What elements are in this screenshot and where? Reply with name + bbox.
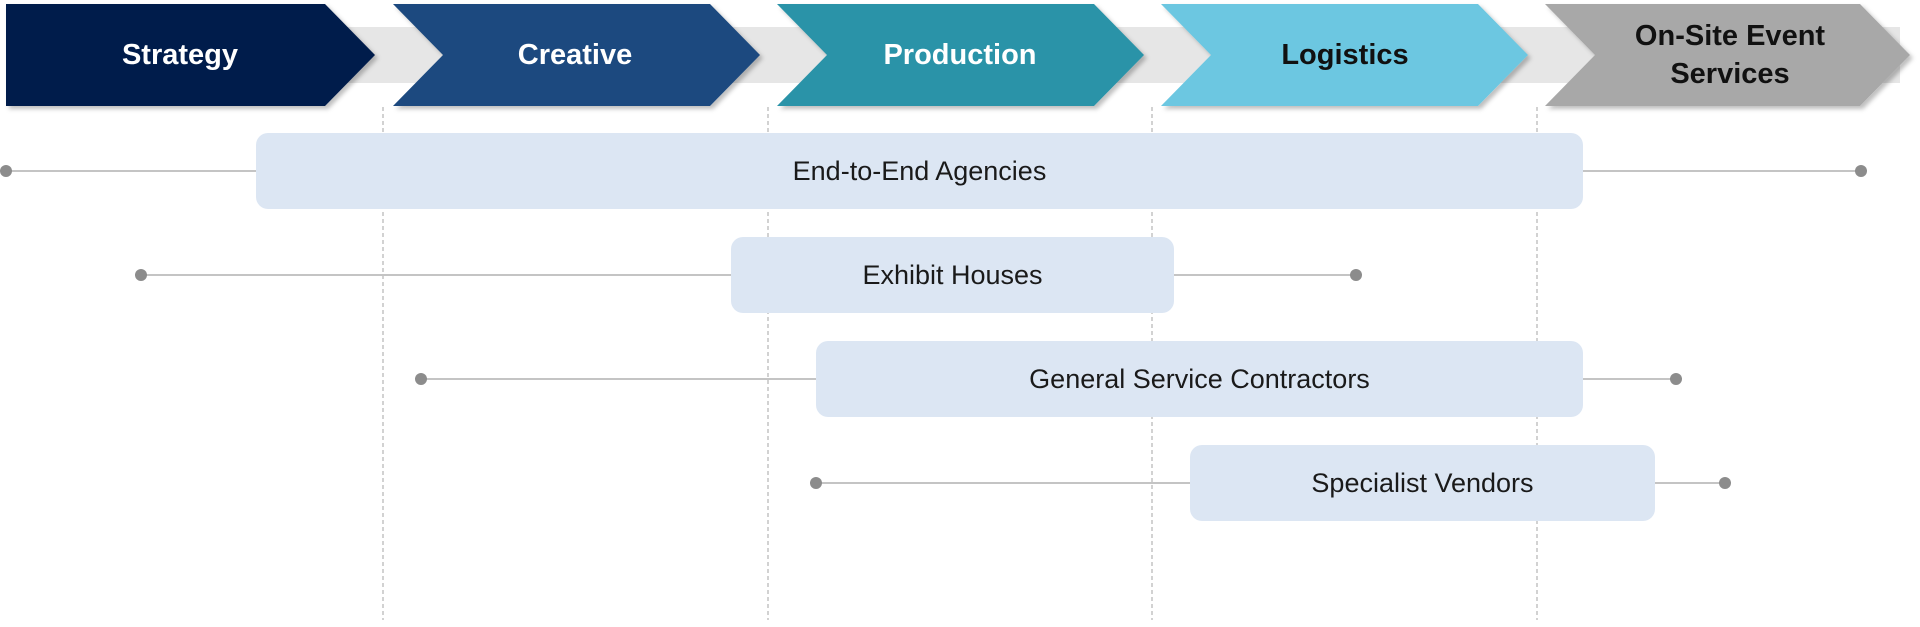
- range-start-dot-specialist-vendors: [810, 477, 822, 489]
- range-end-dot-specialist-vendors: [1719, 477, 1731, 489]
- range-start-dot-exhibit-houses: [135, 269, 147, 281]
- range-box-exhibit-houses: [731, 237, 1174, 313]
- range-end-dot-general-service-contractors: [1670, 373, 1682, 385]
- range-box-end-to-end-agencies: [256, 133, 1583, 209]
- provider-range-general-service-contractors: [415, 341, 1682, 417]
- provider-ranges: [0, 133, 1867, 521]
- range-box-specialist-vendors: [1190, 445, 1655, 521]
- range-box-general-service-contractors: [816, 341, 1583, 417]
- chevron-creative: [393, 4, 760, 106]
- chevron-strategy: [6, 4, 375, 106]
- range-start-dot-general-service-contractors: [415, 373, 427, 385]
- range-end-dot-end-to-end-agencies: [1855, 165, 1867, 177]
- chevron-logistics: [1161, 4, 1528, 106]
- stage-chevrons: [6, 4, 1910, 106]
- chevron-on-site-event-services: [1545, 4, 1910, 106]
- provider-range-end-to-end-agencies: [0, 133, 1867, 209]
- chevron-production: [777, 4, 1144, 106]
- provider-range-exhibit-houses: [135, 237, 1362, 313]
- range-end-dot-exhibit-houses: [1350, 269, 1362, 281]
- provider-range-specialist-vendors: [810, 445, 1731, 521]
- range-start-dot-end-to-end-agencies: [0, 165, 12, 177]
